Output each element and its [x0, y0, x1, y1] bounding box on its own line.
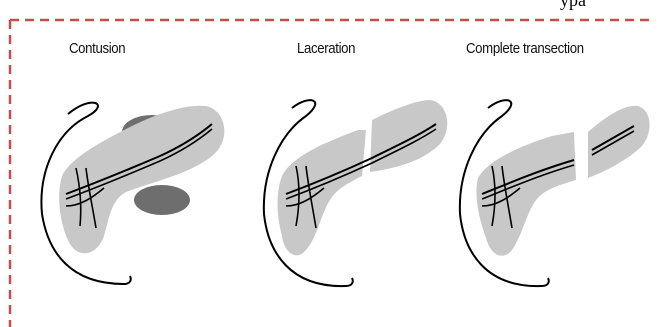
- transection-illustration: [460, 100, 650, 286]
- transection-gland-tail: [588, 106, 650, 178]
- contusion-bruise-lower: [134, 185, 190, 215]
- transection-gland-head: [476, 132, 576, 256]
- laceration-illustration: [264, 100, 447, 286]
- contusion-gland: [59, 106, 224, 254]
- contusion-illustration: [41, 103, 224, 284]
- laceration-gland-tail: [370, 100, 447, 172]
